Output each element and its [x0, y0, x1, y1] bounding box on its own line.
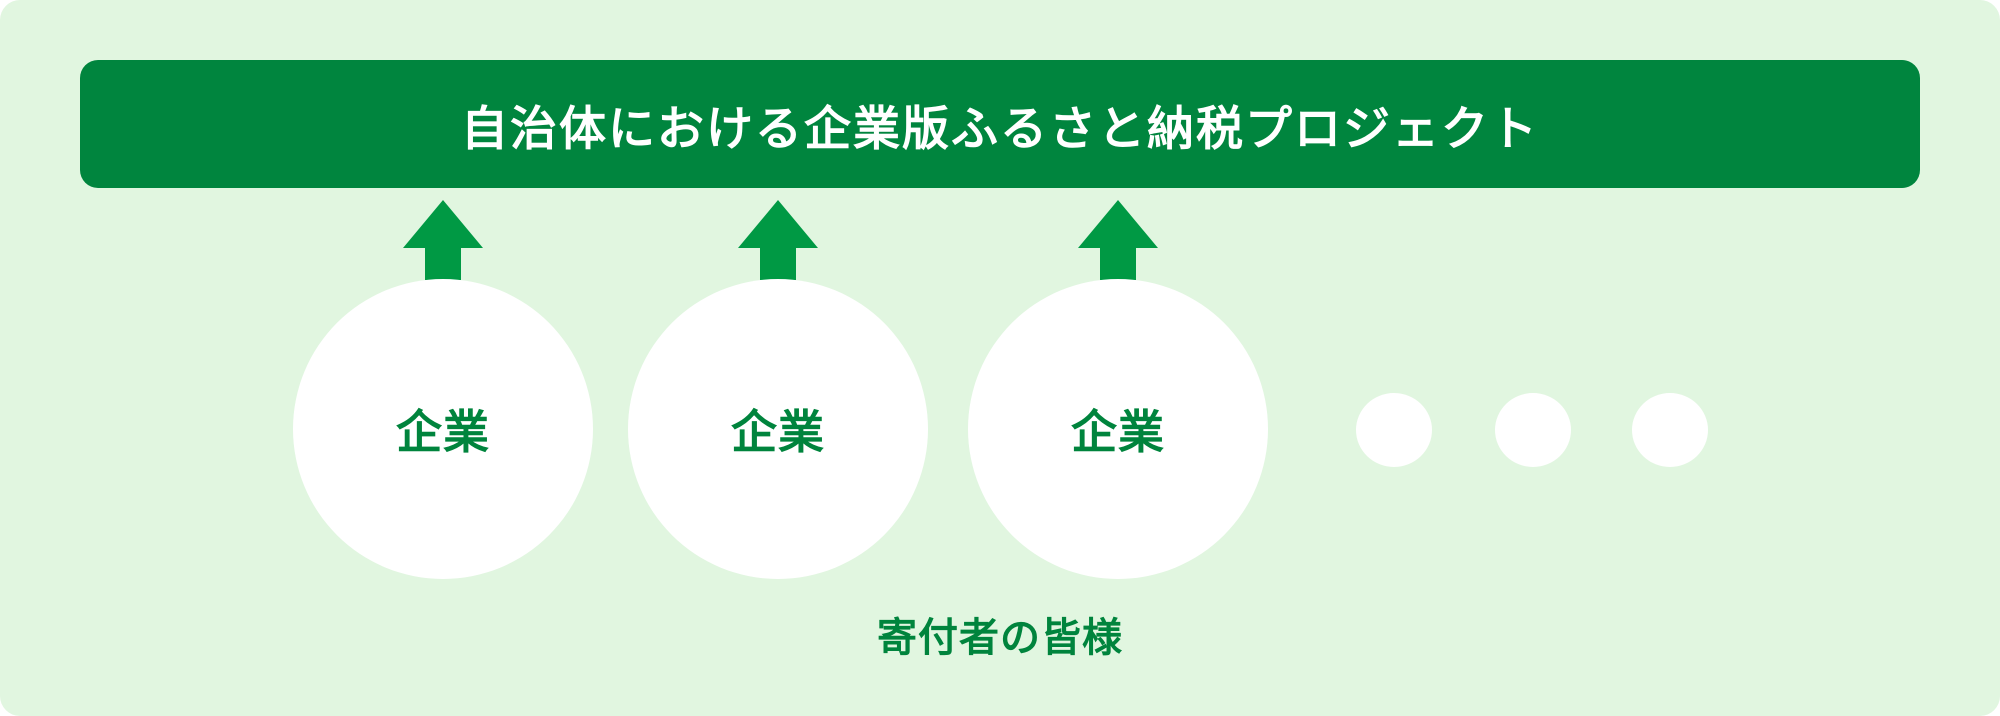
donors-caption: 寄付者の皆様 [877, 615, 1123, 661]
company-label: 企業 [1071, 405, 1165, 459]
ellipsis-dot-icon [1495, 393, 1571, 467]
company-circle: 企業 [968, 279, 1268, 579]
banner-title: 自治体における企業版ふるさと納税プロジェクト [461, 101, 1539, 157]
ellipsis-dot-icon [1356, 393, 1432, 467]
company-circle: 企業 [628, 279, 928, 579]
arrow-up-icon [403, 200, 483, 280]
company-label: 企業 [396, 405, 490, 459]
company-circle: 企業 [293, 279, 593, 579]
ellipsis-dot-icon [1632, 393, 1708, 467]
arrow-up-icon [1078, 200, 1158, 280]
project-banner: 自治体における企業版ふるさと納税プロジェクト [80, 60, 1920, 188]
company-label: 企業 [731, 405, 825, 459]
arrow-up-icon [738, 200, 818, 280]
